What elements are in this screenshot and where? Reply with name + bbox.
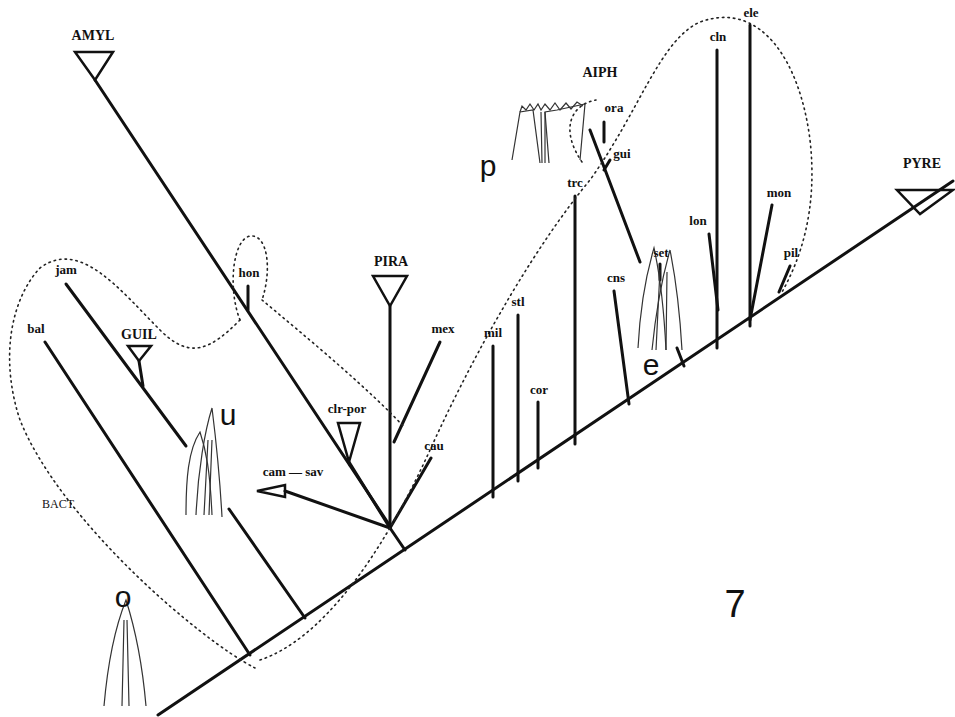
figure-number: 7 <box>724 584 745 626</box>
taxon-name: mil <box>484 326 502 340</box>
taxon-name: mex <box>431 322 454 336</box>
taxon-name: clr-por <box>328 402 367 416</box>
taxon-name: hon <box>239 266 260 280</box>
group-name: BACT <box>42 498 74 511</box>
taxon-name: cor <box>530 383 548 397</box>
taxon-name: cns <box>607 271 625 285</box>
taxon-name: cau <box>424 439 444 453</box>
taxon-name: pil <box>784 246 798 260</box>
figure-letter: u <box>220 398 237 431</box>
figure-letter: e <box>643 348 660 381</box>
taxon-name: ora <box>605 101 624 115</box>
taxon-name: gui <box>613 147 630 161</box>
taxon-name: ele <box>743 6 758 20</box>
clade-name: PIRA <box>374 254 408 269</box>
taxon-name: trc <box>567 176 583 190</box>
figure-letter: o <box>115 580 132 613</box>
taxon-name: jam <box>55 263 77 277</box>
taxon-name: bal <box>27 322 44 336</box>
taxon-name: lon <box>689 214 706 228</box>
taxon-name: stl <box>512 295 525 309</box>
clade-name: AIPH <box>583 65 618 80</box>
taxon-name: cln <box>710 30 727 44</box>
clade-name: AMYL <box>72 28 115 43</box>
taxon-name: cam — sav <box>263 465 324 479</box>
figure-letter: p <box>480 149 497 182</box>
clade-name: PYRE <box>903 156 941 171</box>
clade-name: GUIL <box>121 327 157 342</box>
taxon-name: set <box>653 246 668 260</box>
taxon-name: mon <box>767 186 792 200</box>
